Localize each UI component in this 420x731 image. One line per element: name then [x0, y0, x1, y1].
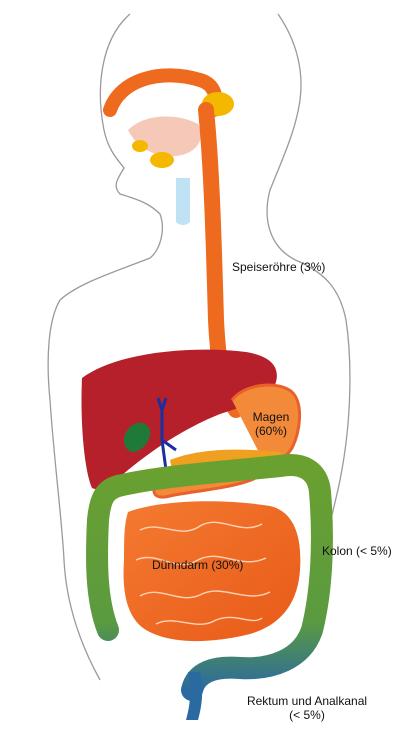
trachea	[176, 178, 190, 225]
esophagus-label: Speiseröhre (3%)	[232, 260, 325, 274]
palate	[110, 75, 215, 110]
colon-label: Kolon (< 5%)	[322, 544, 392, 558]
stomach-label-line-1: Magen	[236, 410, 306, 424]
rectum-label: Rektum und Analkanal (< 5%)	[212, 694, 402, 722]
rectum-label-line-2: (< 5%)	[212, 708, 402, 722]
rectum-label-line-1: Rektum und Analkanal	[212, 694, 402, 708]
salivary-gland-sub	[132, 140, 148, 152]
salivary-gland-sublingual	[150, 152, 174, 168]
small-intestine-label: Dünndarm (30%)	[152, 558, 243, 572]
stomach-label: Magen (60%)	[236, 410, 306, 438]
stomach-label-line-2: (60%)	[236, 424, 306, 438]
